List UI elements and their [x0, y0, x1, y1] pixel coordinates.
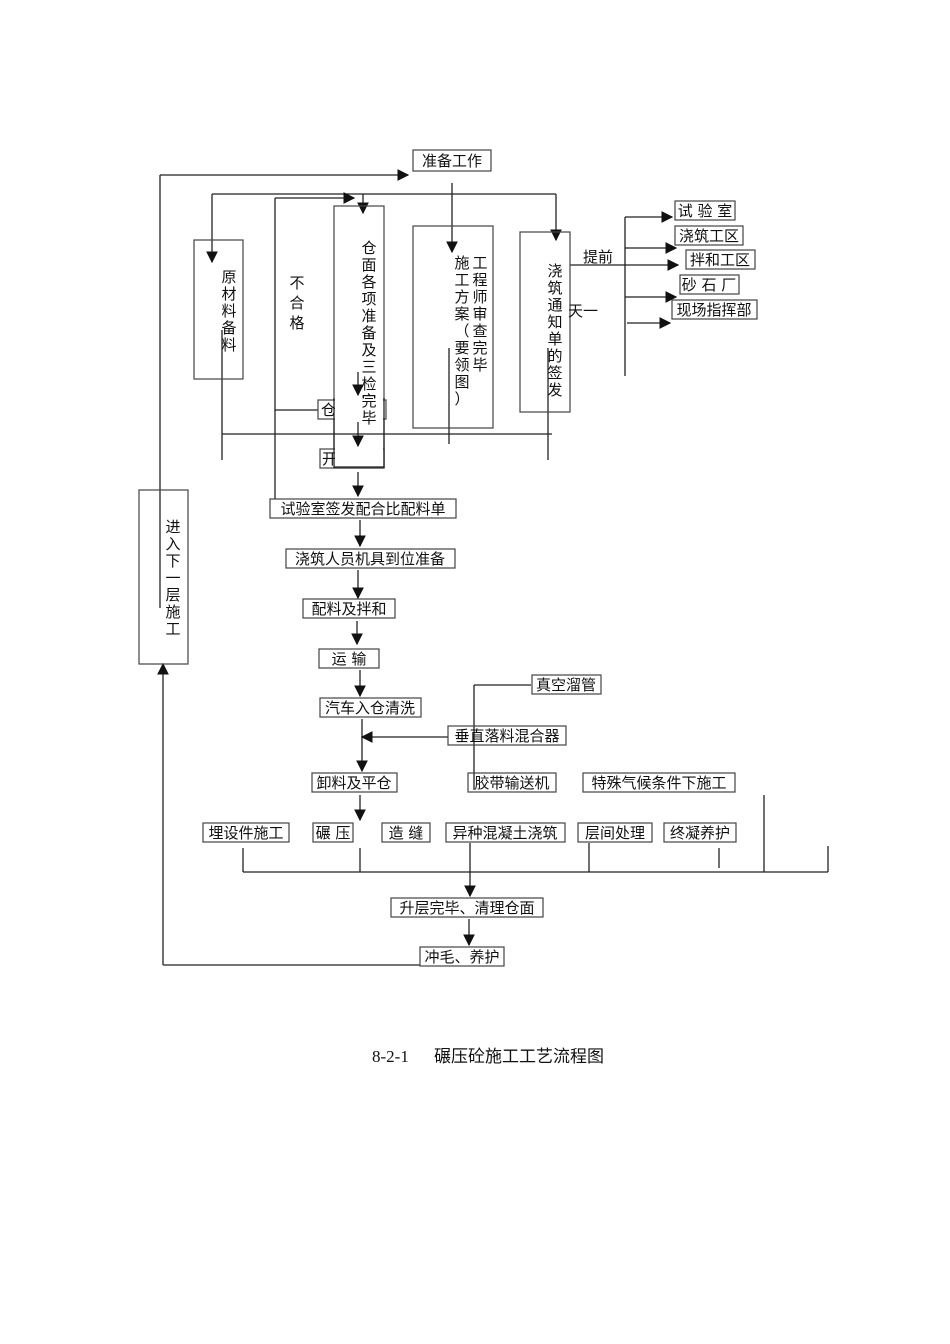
flow-step-4-box [318, 648, 380, 669]
task-4: 异种混凝土浇筑 [452, 824, 557, 842]
vacuum-chute-box [531, 674, 602, 695]
task-4-box [445, 822, 566, 843]
flow-step-6-box [311, 772, 398, 793]
vacuum-chute: 真空溜管 [536, 676, 596, 694]
connectors [157, 169, 829, 966]
recipient-command: 现场指挥部 [676, 301, 751, 319]
engineer-review-label-2: 施工方案（要领图） [454, 254, 469, 408]
task-1-box [202, 822, 290, 843]
next-layer-box [138, 489, 189, 665]
finish-step-1-box [390, 897, 544, 918]
advance-label: 提前 [583, 248, 613, 266]
task-6-box [663, 822, 737, 843]
flow-step-6: 卸料及平仓 [316, 774, 391, 792]
recipient-pour-zone: 浇筑工区 [679, 227, 739, 245]
pour-notice-box [519, 231, 571, 413]
belt-conveyor: 胶带输送机 [474, 774, 549, 792]
recipient-lab-box [674, 200, 736, 221]
task-6: 终凝养护 [670, 824, 730, 842]
one-day-label: 天一 [568, 302, 598, 320]
task-2-box [312, 822, 354, 843]
finish-step-2: 冲毛、养护 [424, 948, 499, 966]
flow-step-2: 浇筑人员机具到位准备 [295, 550, 445, 568]
task-3: 造 缝 [389, 824, 424, 842]
task-5: 层间处理 [585, 824, 645, 842]
finish-step-1: 升层完毕、清理仓面 [399, 899, 534, 917]
caption-number: 8-2-1 [372, 1047, 409, 1066]
belt-conveyor-box [467, 772, 557, 793]
recipient-quarry-box [679, 274, 740, 295]
flow-step-1: 试验室签发配合比配料单 [280, 500, 445, 518]
finish-step-2-box [419, 946, 505, 967]
task-5-box [577, 822, 653, 843]
flow-step-5: 汽车入仓清洗 [325, 699, 415, 717]
special-weather: 特殊气候条件下施工 [591, 774, 726, 792]
recipient-mixing: 拌和工区 [690, 251, 750, 269]
recipient-quarry: 砂 石 厂 [682, 276, 737, 294]
task-2: 碾 压 [316, 824, 351, 842]
recipient-lab: 试 验 室 [678, 202, 733, 220]
start-label: 准备工作 [422, 152, 482, 170]
next-layer-label: 进入下一层施工 [165, 518, 180, 638]
unqualified-label: 不合格 [289, 274, 304, 332]
surface-prep-label-overlap: 完毕 [361, 392, 376, 427]
engineer-review-label-1: 工程师审查完毕 [472, 254, 487, 374]
flow-step-1-box [269, 498, 457, 519]
recipient-mixing-box [685, 249, 756, 270]
task-1: 埋设件施工 [208, 824, 283, 842]
raw-materials-label: 原材料备料 [221, 268, 236, 354]
caption-title: 碾压砼施工工艺流程图 [434, 1047, 604, 1066]
engineer-review-box [412, 225, 494, 429]
raw-materials-box [193, 239, 244, 380]
vertical-mixer-box [447, 725, 567, 746]
pour-notice-label: 浇筑通知单的签发 [547, 262, 562, 399]
kai-label: 开 [322, 450, 337, 468]
start-box [412, 149, 492, 172]
flow-step-2-box [285, 548, 456, 569]
flow-step-3: 配料及拌和 [311, 600, 386, 618]
cang-label: 仓 [321, 401, 336, 419]
flow-step-4: 运 输 [332, 650, 367, 668]
flow-step-3-box [302, 598, 396, 619]
vertical-mixer: 垂直落料混合器 [454, 727, 559, 745]
flow-step-5-box [319, 697, 422, 718]
task-3-box [381, 822, 431, 843]
recipient-command-box [671, 299, 758, 320]
recipient-pour-zone-box [674, 225, 744, 246]
special-weather-box [582, 772, 736, 793]
